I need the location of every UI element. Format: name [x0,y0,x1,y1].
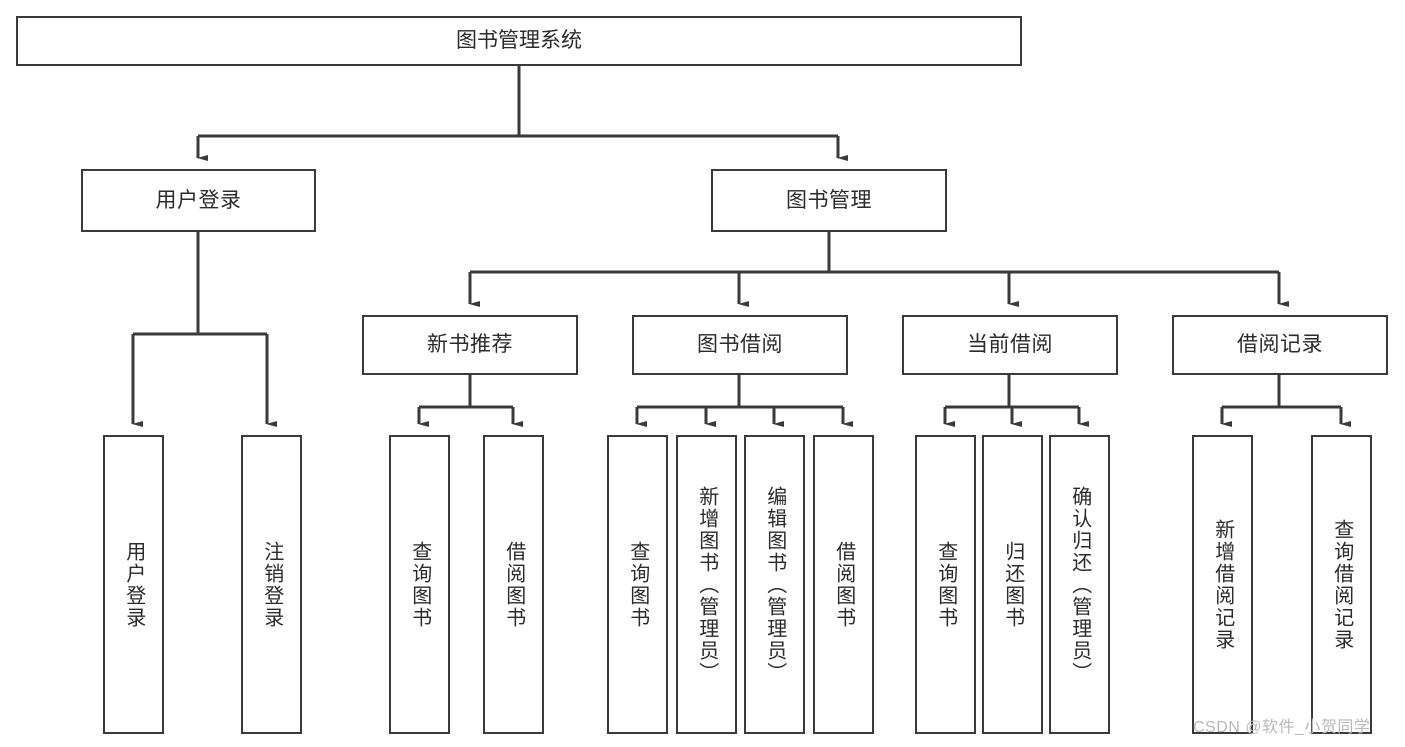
node-user-login[interactable]: 用户登录 [81,169,316,232]
node-book-management[interactable]: 图书管理 [711,169,947,232]
leaf-user-login-login[interactable]: 用户登录 [103,435,164,734]
leaf-label: 借阅图书 [832,540,855,629]
leaf-label: 查询图书 [626,540,649,629]
leaf-label: 编辑图书（管理员） [763,485,786,684]
leaf-label: 查询借阅记录 [1330,518,1353,651]
node-new-book-recommend[interactable]: 新书推荐 [362,315,578,375]
leaf-user-login-logout[interactable]: 注销登录 [241,435,302,734]
node-borrow-records[interactable]: 借阅记录 [1172,315,1388,375]
node-root-system[interactable]: 图书管理系统 [16,16,1022,66]
leaf-label: 归还图书 [1001,540,1024,629]
watermark: CSDN @软件_小贺同学 [1193,719,1371,736]
leaf-current-confirm-return-admin[interactable]: 确认归还（管理员） [1049,435,1110,734]
node-label: 借阅记录 [1237,333,1323,357]
leaf-label: 查询图书 [934,540,957,629]
node-label: 图书借阅 [697,333,783,357]
node-current-borrow[interactable]: 当前借阅 [902,315,1118,375]
leaf-current-return-book[interactable]: 归还图书 [982,435,1043,734]
leaf-label: 确认归还（管理员） [1068,485,1091,684]
leaf-borrow-borrow-book[interactable]: 借阅图书 [813,435,874,734]
node-label: 当前借阅 [967,333,1053,357]
leaf-borrow-query-book[interactable]: 查询图书 [607,435,668,734]
node-label: 图书管理系统 [456,29,582,53]
leaf-borrow-edit-book-admin[interactable]: 编辑图书（管理员） [744,435,805,734]
leaf-records-query-record[interactable]: 查询借阅记录 [1311,435,1372,734]
leaf-label: 新增图书（管理员） [695,485,718,684]
leaf-current-query-book[interactable]: 查询图书 [915,435,976,734]
node-book-borrow[interactable]: 图书借阅 [632,315,848,375]
node-label: 新书推荐 [427,333,513,357]
leaf-label: 注销登录 [260,540,283,629]
leaf-recommend-borrow-book[interactable]: 借阅图书 [483,435,544,734]
leaf-label: 查询图书 [408,540,431,629]
leaf-label: 新增借阅记录 [1211,518,1234,651]
leaf-label: 用户登录 [122,540,145,629]
leaf-borrow-add-book-admin[interactable]: 新增图书（管理员） [676,435,737,734]
leaf-records-add-record[interactable]: 新增借阅记录 [1192,435,1253,734]
leaf-recommend-query-book[interactable]: 查询图书 [389,435,450,734]
node-label: 用户登录 [155,188,242,212]
leaf-label: 借阅图书 [502,540,525,629]
node-label: 图书管理 [786,188,872,212]
